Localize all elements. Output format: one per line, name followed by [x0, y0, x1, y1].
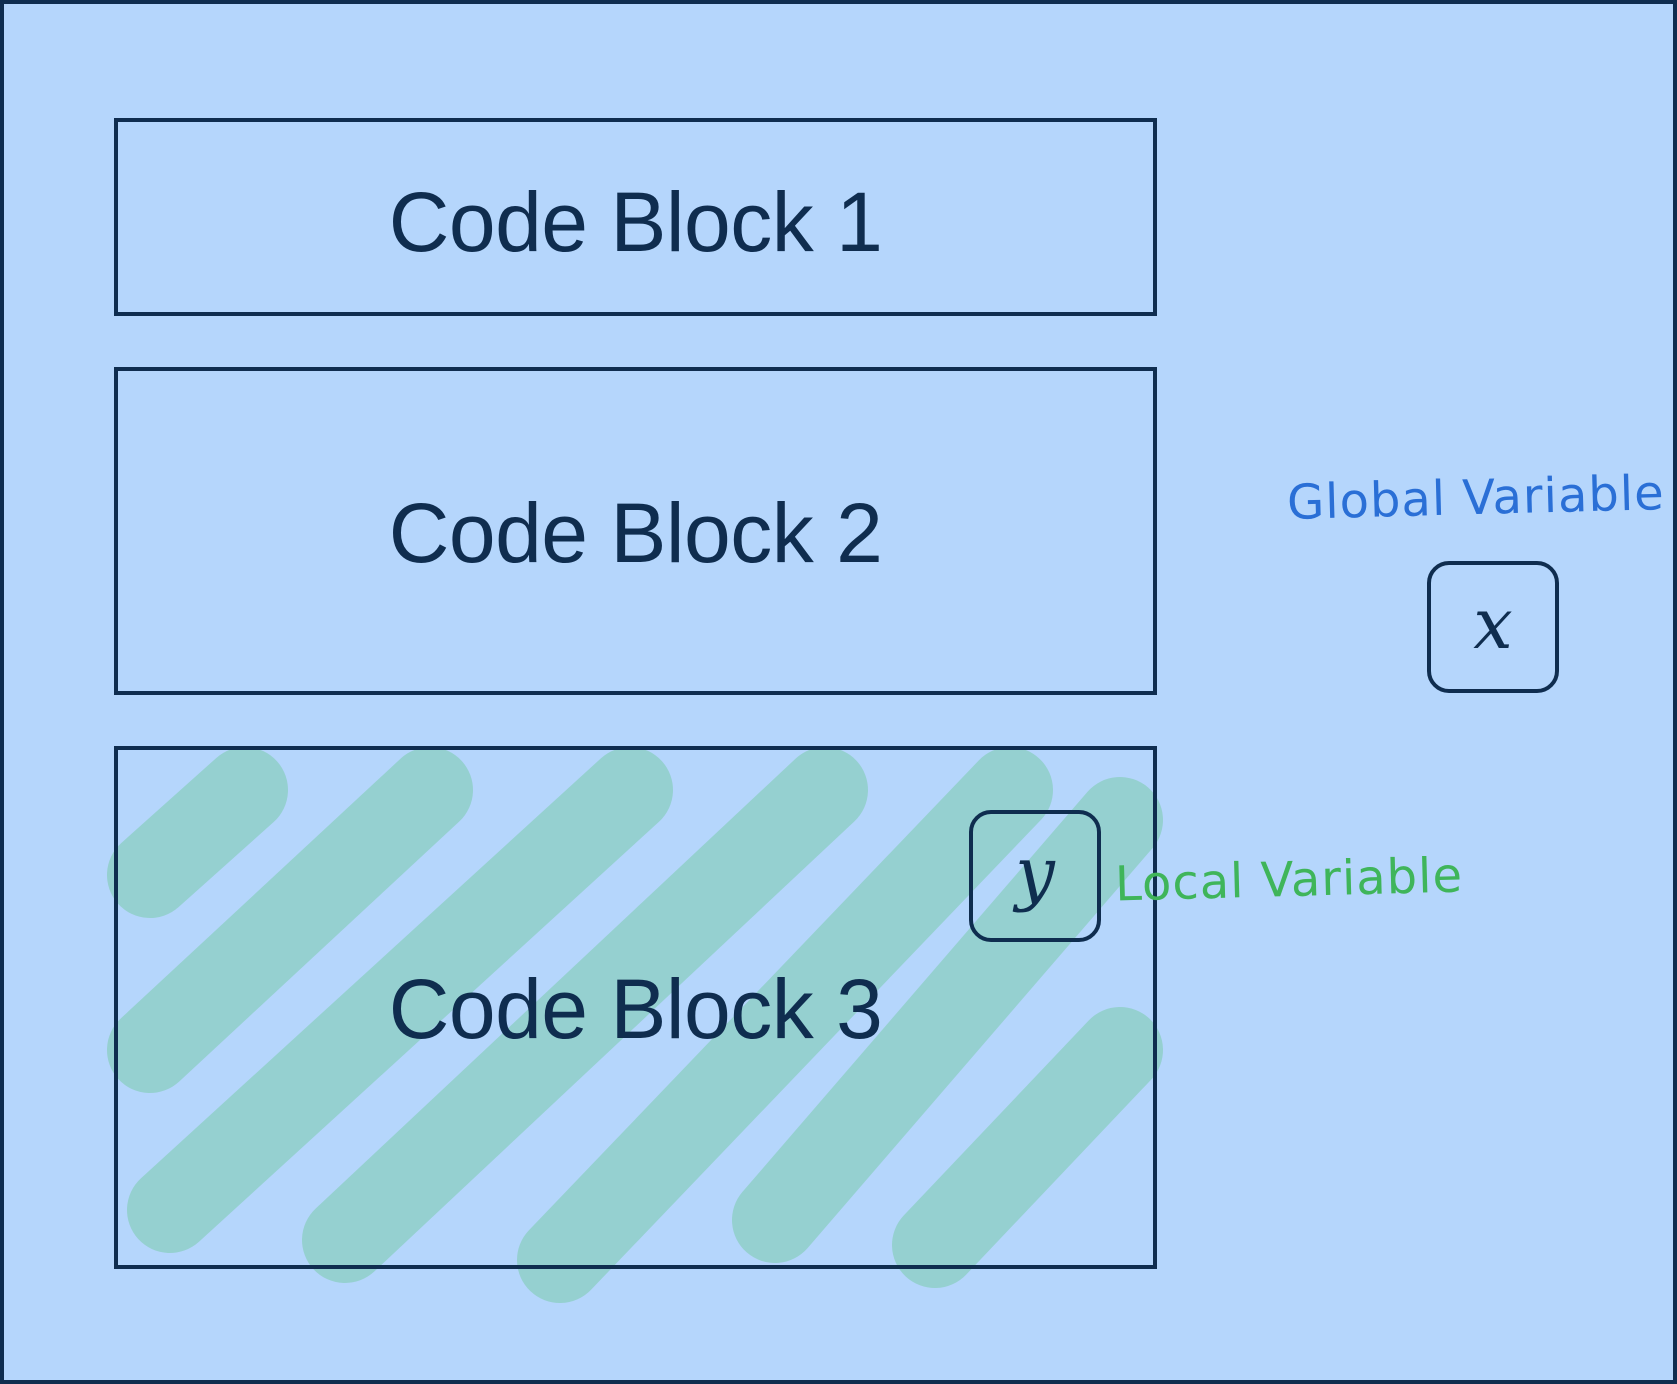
code-block-1: Code Block 1: [114, 118, 1157, 316]
code-block-3: Code Block 3: [114, 746, 1157, 1269]
global-variable-symbol: x: [1473, 583, 1513, 665]
global-variable-box: x: [1427, 561, 1559, 693]
local-variable-box: y: [969, 810, 1101, 942]
global-variable-caption: Global Variable: [1286, 465, 1666, 531]
code-block-2: Code Block 2: [114, 367, 1157, 695]
local-variable-caption: Local Variable: [1114, 847, 1464, 913]
code-block-3-label: Code Block 3: [388, 962, 883, 1056]
local-variable-symbol: y: [1015, 832, 1055, 914]
code-block-2-label: Code Block 2: [388, 486, 883, 580]
code-block-1-label: Code Block 1: [388, 175, 883, 269]
